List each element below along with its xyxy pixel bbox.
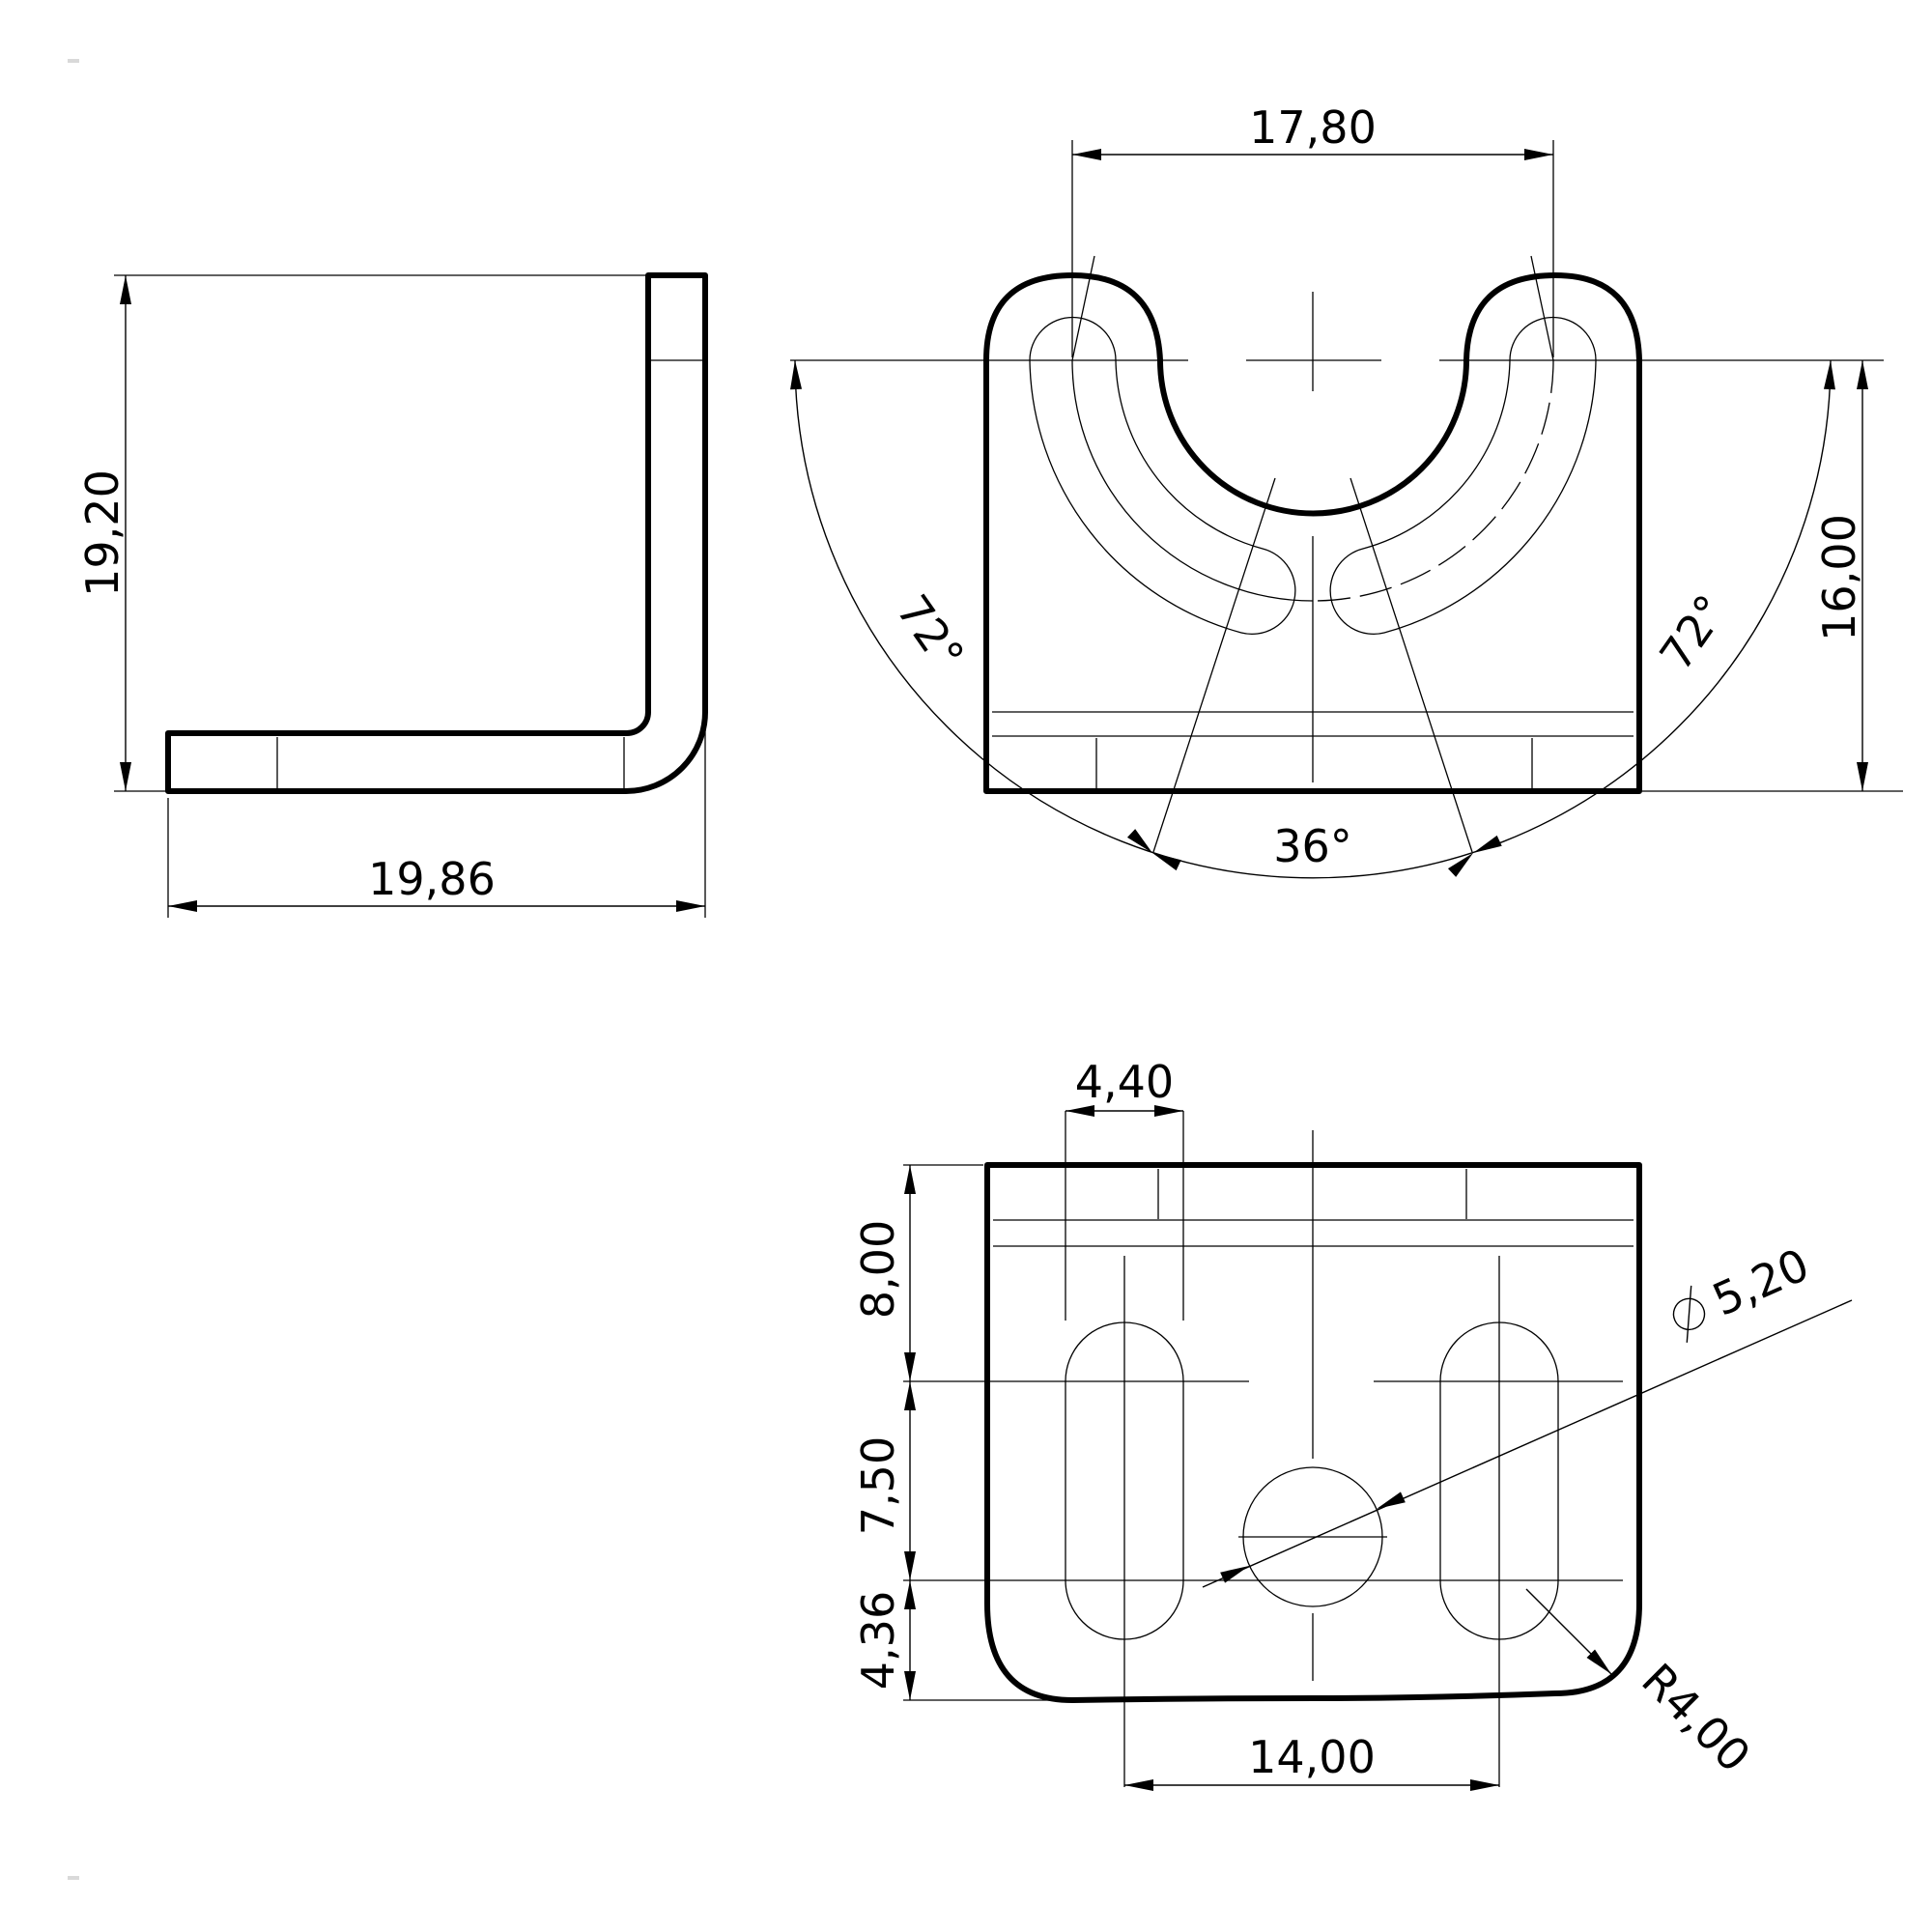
front-left-angle-label: 72° (887, 585, 975, 680)
side-width-label: 19,86 (368, 853, 496, 905)
bottom-diameter-leader (1202, 1299, 1853, 1588)
front-center-angle-label: 36° (1273, 820, 1352, 872)
bottom-slot-spacing-label: 14,00 (1248, 1731, 1376, 1783)
front-angle-arc (794, 359, 1832, 879)
bottom-view: 4,40 8,00 7,50 4,36 5,20 R4,00 14,00 (852, 1056, 1853, 1791)
side-height-label: 19,20 (76, 469, 128, 597)
bottom-corner-radius-label: R4,00 (1632, 1654, 1760, 1782)
front-view: 17,80 16,00 72° 72° 36° (789, 101, 1903, 879)
corner-mark-bottom (68, 1876, 79, 1880)
bottom-slot-width-label: 4,40 (1075, 1056, 1174, 1108)
corner-mark-top (68, 59, 79, 63)
front-height-label: 16,00 (1813, 514, 1865, 641)
bottom-top-offset-label: 8,00 (852, 1220, 904, 1319)
bottom-slot-length-label: 7,50 (852, 1436, 904, 1535)
front-view-outline (983, 272, 1642, 794)
bottom-hole-diameter-label: 5,20 (1705, 1238, 1817, 1326)
front-width-label: 17,80 (1249, 101, 1377, 154)
bottom-bottom-offset-label: 4,36 (852, 1591, 904, 1690)
front-slot-left (1029, 316, 1296, 636)
front-right-angle-label: 72° (1649, 585, 1737, 680)
bottom-view-outline (984, 1162, 1642, 1703)
side-view-profile (165, 272, 708, 794)
side-view: 19,20 19,86 (76, 272, 708, 918)
front-slot-right (1329, 316, 1597, 636)
